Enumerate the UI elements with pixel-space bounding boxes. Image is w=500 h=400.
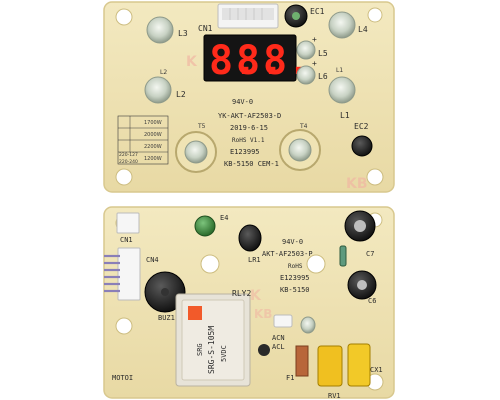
mount-hole [115,168,133,186]
label-acn: ACN [272,334,285,342]
touch-button-t4 [279,129,321,171]
label-l5: L5 [318,49,328,58]
watermark: KB [346,176,368,192]
mount-hole [200,254,220,274]
label-l1-small: L1 [336,67,343,74]
label-l6: L6 [318,72,328,81]
touch-button-t5 [175,131,217,173]
info-line: 94V-0 [282,238,303,246]
label-cn4: CN4 [146,256,159,264]
label-lr1: LR1 [248,256,261,264]
label-plus-l5: + [312,35,317,44]
transistor [300,316,316,334]
buzzer-hole [161,288,169,296]
power-table-cell: 2200W [144,144,162,150]
info-line: AKT-AF2503-P [262,250,313,258]
connector-cn1-top [217,3,279,29]
info-line: YK-AKT-AF2503-D [218,112,281,120]
capacitor-c7-top [354,220,366,232]
led-l2 [144,76,172,104]
label-l1: L1 [340,111,350,120]
info-line: 2019-6-15 [230,124,268,132]
label-ec1: EC1 [310,7,325,16]
mount-hole [115,317,133,335]
seven-segment-display: 8. 8. 8. [203,34,311,84]
capacitor-c6-top [357,280,367,290]
label-l3: L3 [178,29,188,38]
power-table-cell: 2000W [144,132,162,138]
led-l6 [296,65,316,85]
varistor-rv1 [317,345,343,387]
power-table-cell: 1700W [144,120,162,126]
info-line: RoHS V1.1 [232,137,265,144]
power-table-cell: 220-127 [119,152,138,158]
info-line: RoHS [288,263,303,270]
mount-hole [367,7,383,23]
watermark: K [186,54,198,70]
label-buz1: BUZ1 [158,314,175,322]
label-motoi: MOTOI [112,374,133,382]
label-cn1-top: CN1 [198,24,213,33]
relay-text: 5VDC [220,345,228,362]
label-cn1-bottom: CN1 [120,236,133,244]
mount-hole [366,168,384,186]
info-line: KB-5150 [280,286,310,294]
connector-cn4 [104,247,141,301]
top-board-info: 94V-0 YK-AKT-AF2503-D 2019-6-15 RoHS V1.… [218,98,281,168]
label-e4: E4 [220,214,228,222]
capacitor-small [258,344,270,356]
display-digit: 8. [236,38,284,84]
label-t5: T5 [197,123,206,130]
component-lr1 [238,224,262,252]
relay-rly2: SRG-S-105M 5VDC SRG [175,293,251,387]
label-c6: C6 [368,297,376,305]
label-rly2: RLY2 [232,289,251,298]
info-line: E123995 [280,274,310,282]
terminal-acn [273,314,293,328]
capacitor-ec1-top [292,12,300,20]
label-rv1: RV1 [328,392,341,400]
power-table: 1700W 2000W 2200W 1200W 220-127 220-240 [117,115,169,165]
film-cap-cx1 [347,343,371,387]
capacitor-e4 [194,215,216,237]
bottom-board: CN1 CN4 BUZ1 E4 LR1 [103,206,395,400]
relay-text: SRG-S-105M [207,326,216,374]
led-l1 [328,76,356,104]
resistor [339,245,347,267]
label-l2-small: L2 [160,69,167,76]
fuse-f1 [295,345,309,377]
mount-hole [115,8,133,26]
display-digit: 8. [209,38,257,84]
label-cx1: CX1 [370,366,383,374]
bottom-board-info: 94V-0 AKT-AF2503-P RoHS E123995 KB-5150 [262,238,313,294]
led-l5 [296,40,316,60]
label-acl: ACL [272,343,285,351]
relay-text: SRG [196,343,204,356]
info-line: 94V-0 [232,98,253,106]
label-ec2: EC2 [354,122,369,131]
led-l3 [146,16,174,44]
label-t4: T4 [299,123,308,130]
label-plus-l6: + [312,59,317,68]
watermark: K [250,288,262,304]
info-line: KB-5150 CEM-1 [224,160,279,168]
label-c7: C7 [366,250,374,258]
label-l4: L4 [358,25,368,34]
connector-cn1-bottom [116,212,140,234]
power-table-cell: 1200W [144,156,162,162]
mount-hole [306,254,326,274]
top-board: CN1 8. 8. 8. EC1 L3 L4 L5 + L6 + L2 L2 [103,1,395,193]
info-line: E123995 [230,148,260,156]
led-l4 [328,11,356,39]
label-l2: L2 [176,90,186,99]
capacitor-ec2 [351,135,373,157]
power-table-cell: 220-240 [119,159,138,165]
watermark: KB [254,307,272,321]
label-f1: F1 [286,374,294,382]
